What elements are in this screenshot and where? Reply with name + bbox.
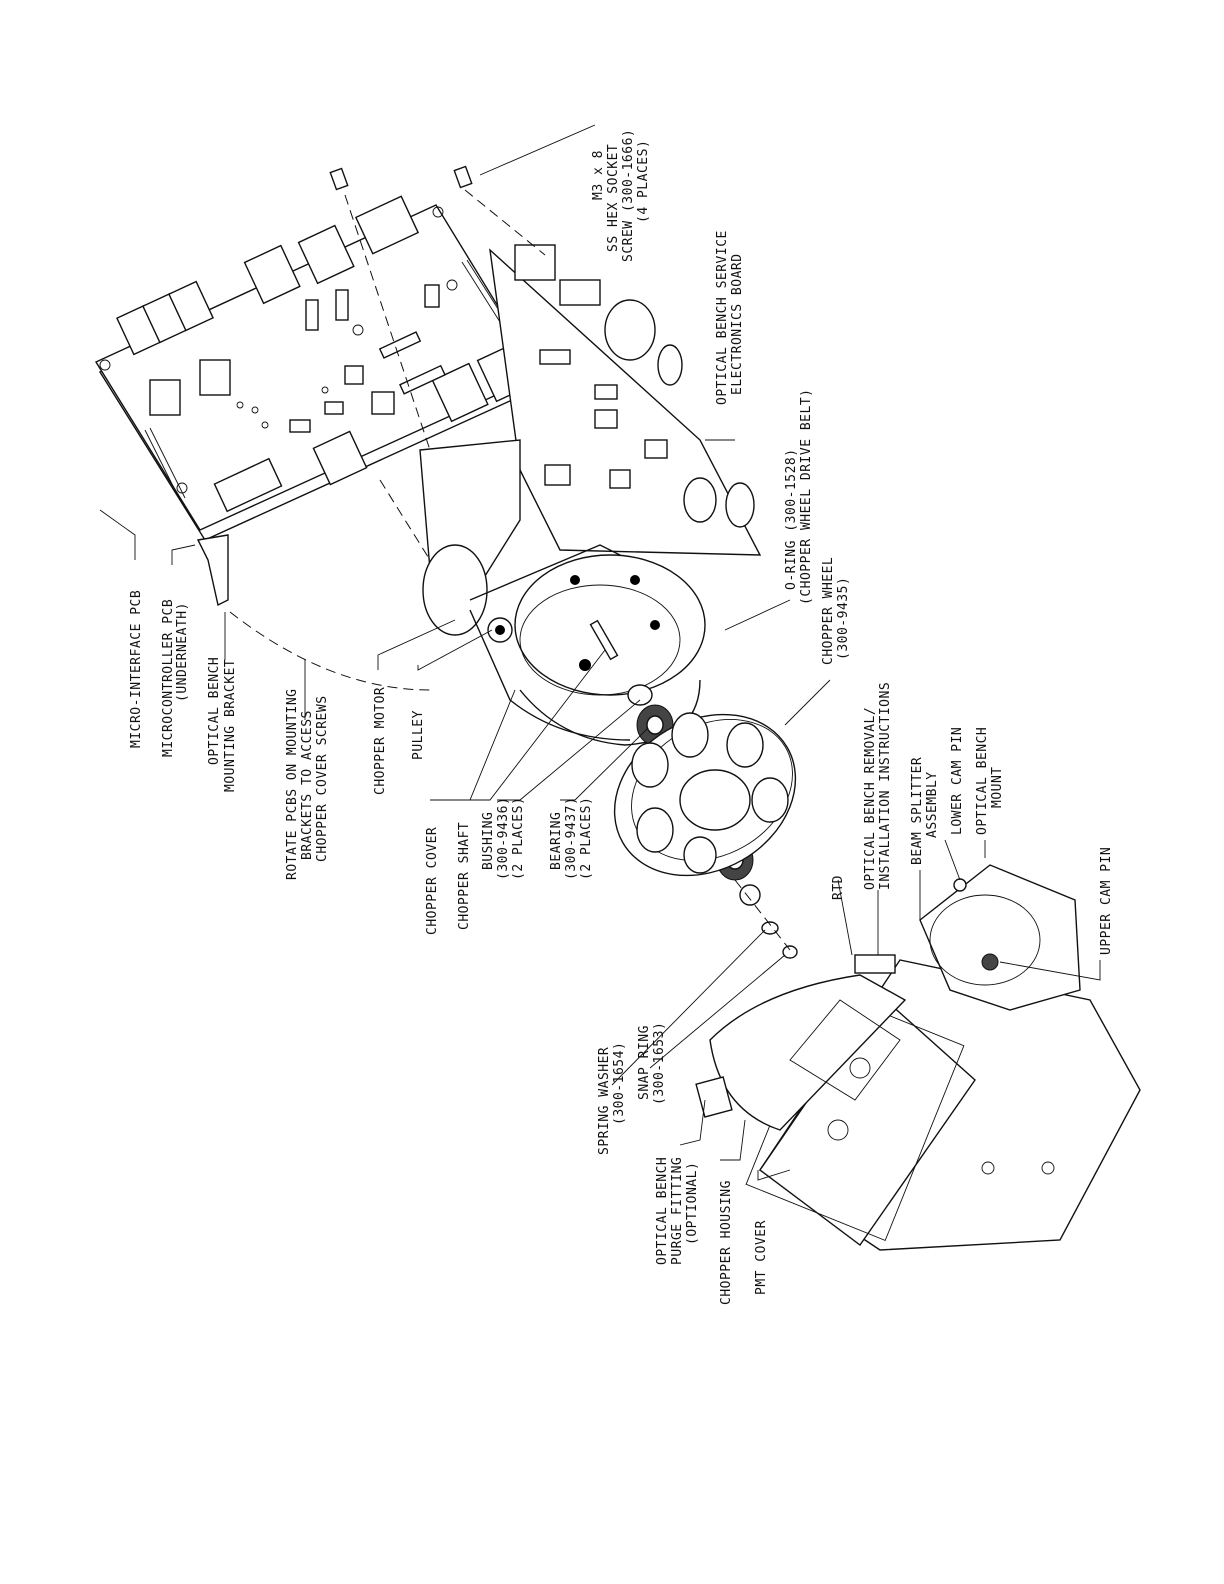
washer-drawing [761, 921, 798, 959]
label-purge-3: (OPTIONAL) [685, 1162, 700, 1245]
label-oring-1: O-RING (300-1528) [784, 448, 799, 590]
chopper-motor-drawing [419, 439, 706, 746]
label-purge-1: OPTICAL BENCH [655, 1157, 670, 1265]
label-chopper-housing: CHOPPER HOUSING [719, 1180, 734, 1305]
assembly-guide-lines [229, 189, 791, 951]
label-pmt-cover: PMT COVER [754, 1220, 769, 1295]
label-beam-splitter-2: ASSEMBLY [925, 771, 940, 838]
label-bearing-1: BEARING [549, 812, 564, 870]
label-rotate-1: ROTATE PCBS ON MOUNTING [285, 688, 300, 880]
label-service-board-1: OPTICAL BENCH SERVICE [715, 230, 730, 405]
label-removal-1: OPTICAL BENCH REMOVAL/ [863, 707, 878, 890]
label-bench-mount-2: MOUNT [990, 766, 1005, 808]
chopper-wheel-drawing [613, 712, 797, 877]
label-chopper-motor: CHOPPER MOTOR [373, 687, 388, 795]
label-chopper-wheel-1: CHOPPER WHEEL [821, 557, 836, 665]
label-spring-washer-2: (300-1654) [612, 1042, 627, 1125]
label-mounting-bracket-2: MOUNTING BRACKET [223, 659, 238, 792]
label-screw-1: M3 x 8 [591, 150, 606, 200]
label-pulley: PULLEY [411, 710, 426, 760]
micro-interface-pcb-drawing [94, 195, 547, 607]
label-rotate-2: BRACKETS TO ACCESS [300, 710, 315, 860]
hex-screws-drawing [329, 165, 473, 191]
label-rotate-3: CHOPPER COVER SCREWS [315, 695, 330, 862]
label-bearing-2: (300-9437) [564, 797, 579, 880]
label-beam-splitter-1: BEAM SPLITTER [910, 757, 925, 865]
label-rtd: RTD [831, 875, 846, 900]
label-bushing-2: (300-9436) [496, 797, 511, 880]
label-bench-mount-1: OPTICAL BENCH [975, 727, 990, 835]
label-spring-washer-1: SPRING WASHER [597, 1047, 612, 1155]
label-upper-cam-pin: UPPER CAM PIN [1099, 847, 1114, 955]
label-purge-2: PURGE FITTING [670, 1157, 685, 1265]
label-removal-2: INSTALLATION INSTRUCTIONS [878, 682, 893, 890]
label-mounting-bracket-1: OPTICAL BENCH [207, 657, 222, 765]
label-screw-4: (4 PLACES) [636, 140, 651, 223]
leader-lines [99, 124, 1101, 1181]
label-screw-2: SS HEX SOCKET [606, 144, 621, 252]
label-oring-2: (CHOPPER WHEEL DRIVE BELT) [799, 389, 814, 606]
label-bearing-3: (2 PLACES) [579, 797, 594, 880]
label-bushing-3: (2 PLACES) [511, 797, 526, 880]
label-service-board-2: ELECTRONICS BOARD [730, 253, 745, 395]
service-electronics-board-drawing [489, 244, 762, 556]
label-snap-ring-1: SNAP RING [637, 1025, 652, 1100]
label-micro-interface-pcb: MICRO-INTERFACE PCB [129, 590, 144, 748]
label-chopper-shaft: CHOPPER SHAFT [457, 822, 472, 930]
label-snap-ring-2: (300-1653) [652, 1022, 667, 1105]
label-lower-cam-pin: LOWER CAM PIN [950, 727, 965, 835]
label-microcontroller-pcb-note: (UNDERNEATH) [175, 602, 190, 702]
label-chopper-wheel-2: (300-9435) [836, 577, 851, 660]
label-bushing-1: BUSHING [481, 812, 496, 870]
label-microcontroller-pcb: MICROCONTROLLER PCB [161, 599, 176, 757]
label-screw-3: SCREW (300-1666) [621, 129, 636, 262]
label-chopper-cover: CHOPPER COVER [425, 827, 440, 935]
callout-labels: MICRO-INTERFACE PCB MICROCONTROLLER PCB … [129, 129, 1114, 1305]
optical-bench-housing-drawing [695, 864, 1141, 1251]
